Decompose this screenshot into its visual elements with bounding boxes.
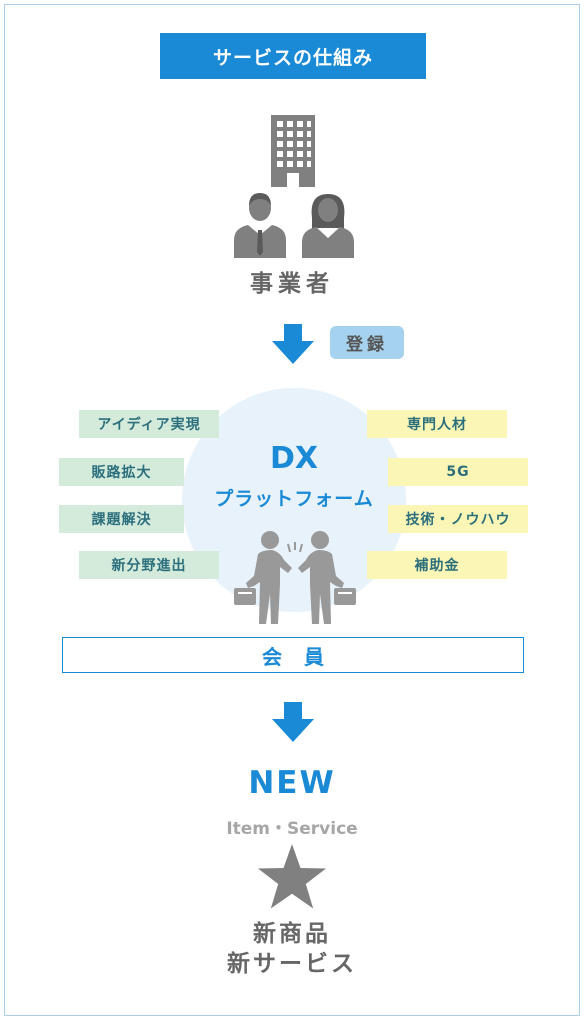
business-persons-icon xyxy=(234,193,354,258)
handshake-icon xyxy=(234,531,356,624)
right-tag-subsidy: 補助金 xyxy=(367,551,507,579)
arrow-down-icon xyxy=(272,324,314,364)
member-bar: 会員 xyxy=(62,637,524,673)
title-banner: サービスの仕組み xyxy=(160,33,426,79)
building-icon xyxy=(271,115,315,187)
arrow-down-icon xyxy=(272,702,314,742)
businesswoman-icon xyxy=(302,194,354,258)
left-tag-problem-solving: 課題解決 xyxy=(59,505,184,533)
right-tag-specialists: 専門人材 xyxy=(367,410,507,438)
register-badge: 登録 xyxy=(330,326,404,359)
platform-dx-label: DX xyxy=(269,441,319,476)
right-tag-know-how: 技術・ノウハウ xyxy=(388,505,528,533)
businessman-icon xyxy=(234,193,286,258)
new-product-label: 新商品 xyxy=(253,921,331,947)
new-label: NEW xyxy=(248,765,336,801)
business-operator-label: 事業者 xyxy=(250,271,334,297)
left-tag-sales-channel: 販路拡大 xyxy=(59,458,184,486)
star-icon xyxy=(258,844,326,909)
platform-name-label: プラットフォーム xyxy=(214,488,374,510)
right-tag-5g: 5G xyxy=(388,458,528,486)
left-tag-idea: アイディア実現 xyxy=(79,410,219,438)
new-service-label: 新サービス xyxy=(227,951,357,977)
item-service-label: Item・Service xyxy=(226,819,358,839)
left-tag-new-field: 新分野進出 xyxy=(79,551,219,579)
